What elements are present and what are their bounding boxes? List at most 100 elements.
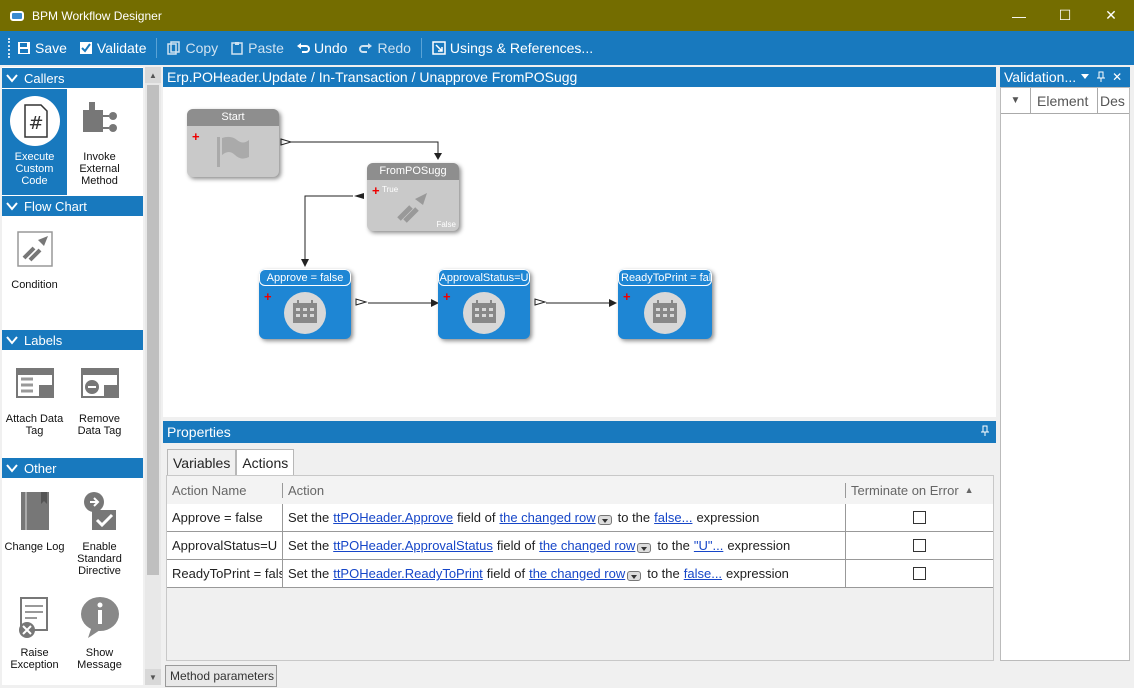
item-label: Execute Custom Code	[14, 151, 55, 187]
dropdown-icon[interactable]	[637, 542, 652, 553]
node-approve[interactable]: Approve = false +	[259, 269, 351, 339]
action-text: to the	[657, 538, 690, 553]
maximize-button[interactable]: ☐	[1058, 7, 1072, 23]
value-link[interactable]: false...	[654, 510, 693, 525]
item-label: Remove Data Tag	[77, 413, 122, 437]
section-title: Flow Chart	[24, 198, 87, 214]
toolbar-grip[interactable]	[8, 38, 11, 58]
redo-button[interactable]: Redo	[353, 35, 416, 61]
row-link[interactable]: the changed row	[539, 538, 636, 553]
grid-header: Action Name Action Terminate on Error ▲	[167, 476, 993, 504]
terminate-checkbox[interactable]	[913, 567, 926, 580]
expand-plus-icon[interactable]: +	[264, 289, 272, 304]
palette-item-remove-data-tag[interactable]: Remove Data Tag	[67, 351, 132, 457]
field-link[interactable]: ttPOHeader.Approve	[333, 510, 454, 525]
palette-item-condition[interactable]: Condition	[2, 217, 67, 329]
section-labels-header[interactable]: Labels	[2, 330, 143, 350]
tab-method-parameters[interactable]: Method parameters	[165, 665, 277, 687]
section-flow-chart-header[interactable]: Flow Chart	[2, 196, 143, 216]
action-name-cell[interactable]: Approve = false	[167, 504, 283, 531]
copy-button[interactable]: Copy	[161, 35, 224, 61]
field-link[interactable]: ttPOHeader.ApprovalStatus	[333, 538, 493, 553]
action-name-cell[interactable]: ReadyToPrint = false	[167, 560, 283, 587]
action-text: expression	[696, 510, 760, 525]
svg-text:#: #	[28, 113, 43, 134]
paste-button[interactable]: Paste	[224, 35, 290, 61]
expand-plus-icon[interactable]: +	[623, 289, 631, 304]
title-bar: BPM Workflow Designer — ☐ ✕	[0, 0, 1134, 31]
directive-icon	[83, 492, 116, 530]
pin-icon[interactable]	[980, 425, 990, 437]
undo-label: Undo	[313, 40, 348, 56]
toolbar: Save Validate Copy Paste Undo Redo Using…	[0, 31, 1134, 65]
section-callers-header[interactable]: Callers	[2, 68, 143, 88]
node-title: FromPOSugg	[367, 163, 459, 180]
column-header-description[interactable]: Des	[1100, 92, 1125, 109]
row-link[interactable]: the changed row	[529, 566, 626, 581]
node-ready-to-print[interactable]: ReadyToPrint = false +	[618, 269, 712, 339]
scroll-down-icon[interactable]: ▼	[145, 669, 161, 685]
terminate-checkbox[interactable]	[913, 539, 926, 552]
tab-variables[interactable]: Variables	[167, 449, 237, 476]
palette-item-enable-standard-directive[interactable]: Enable Standard Directive	[67, 479, 132, 585]
dropdown-arrow-icon[interactable]	[1080, 73, 1090, 81]
redo-icon	[359, 43, 373, 53]
usings-references-button[interactable]: Usings & References...	[426, 35, 599, 61]
column-header-terminate[interactable]: Terminate on Error ▲	[846, 483, 993, 498]
column-header-element[interactable]: Element	[1031, 88, 1098, 113]
workflow-canvas[interactable]: Start + FromPOSugg + True False Approve …	[163, 87, 996, 417]
validate-label: Validate	[96, 40, 147, 56]
palette-item-invoke-external-method[interactable]: Invoke External Method	[67, 89, 132, 195]
scroll-thumb[interactable]	[147, 85, 159, 575]
expand-plus-icon[interactable]: +	[192, 129, 200, 144]
palette-item-change-log[interactable]: Change Log	[2, 479, 67, 585]
minimize-button[interactable]: —	[1012, 7, 1026, 24]
validation-columns: ▼ Element Des	[1001, 88, 1129, 114]
save-label: Save	[35, 40, 67, 56]
column-header-action-name[interactable]: Action Name	[167, 482, 283, 498]
close-panel-icon[interactable]: ✕	[1112, 70, 1123, 84]
action-name-cell[interactable]: ApprovalStatus=U	[167, 532, 283, 559]
scroll-up-icon[interactable]: ▲	[145, 67, 161, 83]
validate-button[interactable]: Validate	[73, 35, 153, 61]
terminate-checkbox[interactable]	[913, 511, 926, 524]
expand-plus-icon[interactable]: +	[372, 183, 380, 198]
section-title: Labels	[24, 332, 63, 348]
value-link[interactable]: false...	[683, 566, 723, 581]
node-approval-status[interactable]: ApprovalStatus=U +	[438, 269, 530, 339]
row-link[interactable]: the changed row	[499, 510, 596, 525]
paste-icon	[231, 42, 243, 55]
dropdown-icon[interactable]	[597, 514, 612, 525]
action-text: to the	[617, 510, 651, 525]
save-button[interactable]: Save	[11, 35, 73, 61]
column-header-action[interactable]: Action	[283, 482, 846, 498]
node-start[interactable]: Start +	[187, 109, 279, 177]
terminate-cell	[846, 504, 993, 531]
save-icon	[18, 42, 30, 54]
palette-item-attach-data-tag[interactable]: Attach Data Tag	[2, 351, 67, 457]
copy-label: Copy	[185, 40, 219, 56]
field-link[interactable]: ttPOHeader.ReadyToPrint	[333, 566, 483, 581]
close-button[interactable]: ✕	[1105, 7, 1117, 23]
dropdown-icon[interactable]	[627, 570, 642, 581]
value-link[interactable]: "U"...	[693, 538, 724, 553]
palette-item-execute-custom-code[interactable]: # Execute Custom Code	[2, 89, 67, 195]
item-label: Raise Exception	[10, 647, 59, 671]
true-label: True	[382, 185, 399, 194]
undo-button[interactable]: Undo	[290, 35, 353, 61]
node-condition[interactable]: FromPOSugg + True False	[367, 163, 459, 231]
tab-actions[interactable]: Actions	[236, 449, 295, 476]
filter-dropdown-icon[interactable]: ▼	[1001, 88, 1031, 113]
palette-item-show-message[interactable]: Show Message	[67, 585, 132, 685]
expand-plus-icon[interactable]: +	[443, 289, 451, 304]
item-label: Change Log	[4, 541, 65, 553]
palette-item-raise-exception[interactable]: Raise Exception	[2, 585, 67, 685]
palette-scrollbar[interactable]: ▲ ▼	[145, 67, 161, 685]
pin-icon[interactable]	[1096, 71, 1106, 83]
section-other-header[interactable]: Other	[2, 458, 143, 478]
